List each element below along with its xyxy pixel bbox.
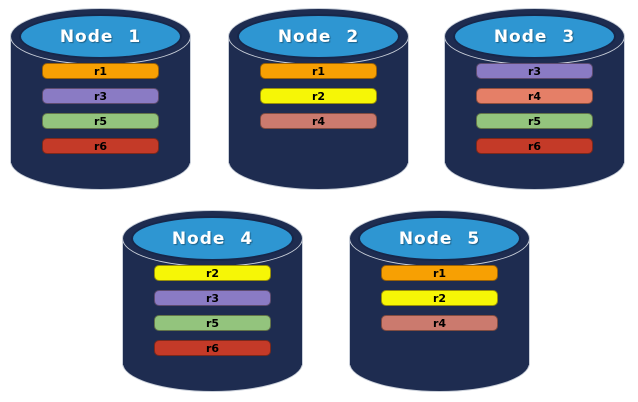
replica-label: r5 (205, 316, 220, 330)
node-1: Node 1 r1 r3 r5 r6 (10, 8, 191, 190)
replica-bar-r6: r6 (42, 138, 159, 154)
replica-label: r2 (432, 291, 447, 305)
replica-bar-r1: r1 (260, 63, 377, 79)
replica-bar-r6: r6 (154, 340, 271, 356)
replica-label: r6 (93, 139, 108, 153)
replica-bar-r3: r3 (476, 63, 593, 79)
replica-label: r3 (205, 291, 220, 305)
replica-bar-r5: r5 (154, 315, 271, 331)
replica-bar-r1: r1 (42, 63, 159, 79)
node-title: Node 1 (59, 26, 142, 47)
replica-list: r1 r3 r5 r6 (42, 63, 159, 154)
node-cap: Node 1 (19, 14, 182, 59)
replica-bar-r4: r4 (476, 88, 593, 104)
replica-label: r5 (527, 114, 542, 128)
node-cap: Node 5 (358, 216, 521, 261)
replica-label: r2 (311, 89, 326, 103)
node-cap: Node 3 (453, 14, 616, 59)
replica-label: r6 (527, 139, 542, 153)
replica-label: r3 (527, 64, 542, 78)
replica-bar-r2: r2 (381, 290, 498, 306)
replica-label: r1 (93, 64, 108, 78)
replica-label: r1 (311, 64, 326, 78)
node-title: Node 4 (171, 228, 254, 249)
replica-bar-r4: r4 (381, 315, 498, 331)
node-cap: Node 4 (131, 216, 294, 261)
replica-bar-r5: r5 (476, 113, 593, 129)
replica-label: r4 (432, 316, 447, 330)
node-cap: Node 2 (237, 14, 400, 59)
replica-bar-r5: r5 (42, 113, 159, 129)
replica-label: r4 (311, 114, 326, 128)
replica-bar-r2: r2 (260, 88, 377, 104)
replica-list: r3 r4 r5 r6 (476, 63, 593, 154)
node-2: Node 2 r1 r2 r4 (228, 8, 409, 190)
replica-label: r6 (205, 341, 220, 355)
replica-bar-r2: r2 (154, 265, 271, 281)
node-3: Node 3 r3 r4 r5 r6 (444, 8, 625, 190)
node-4: Node 4 r2 r3 r5 r6 (122, 210, 303, 392)
node-title: Node 3 (493, 26, 576, 47)
replica-bar-r3: r3 (42, 88, 159, 104)
replica-label: r2 (205, 266, 220, 280)
replica-bar-r1: r1 (381, 265, 498, 281)
replica-list: r1 r2 r4 (381, 265, 498, 331)
node-5: Node 5 r1 r2 r4 (349, 210, 530, 392)
replica-label: r4 (527, 89, 542, 103)
replica-list: r1 r2 r4 (260, 63, 377, 129)
replica-label: r5 (93, 114, 108, 128)
replica-list: r2 r3 r5 r6 (154, 265, 271, 356)
node-title: Node 5 (398, 228, 481, 249)
replica-bar-r6: r6 (476, 138, 593, 154)
node-title: Node 2 (277, 26, 360, 47)
replica-label: r3 (93, 89, 108, 103)
replica-label: r1 (432, 266, 447, 280)
replica-bar-r3: r3 (154, 290, 271, 306)
replica-bar-r4: r4 (260, 113, 377, 129)
